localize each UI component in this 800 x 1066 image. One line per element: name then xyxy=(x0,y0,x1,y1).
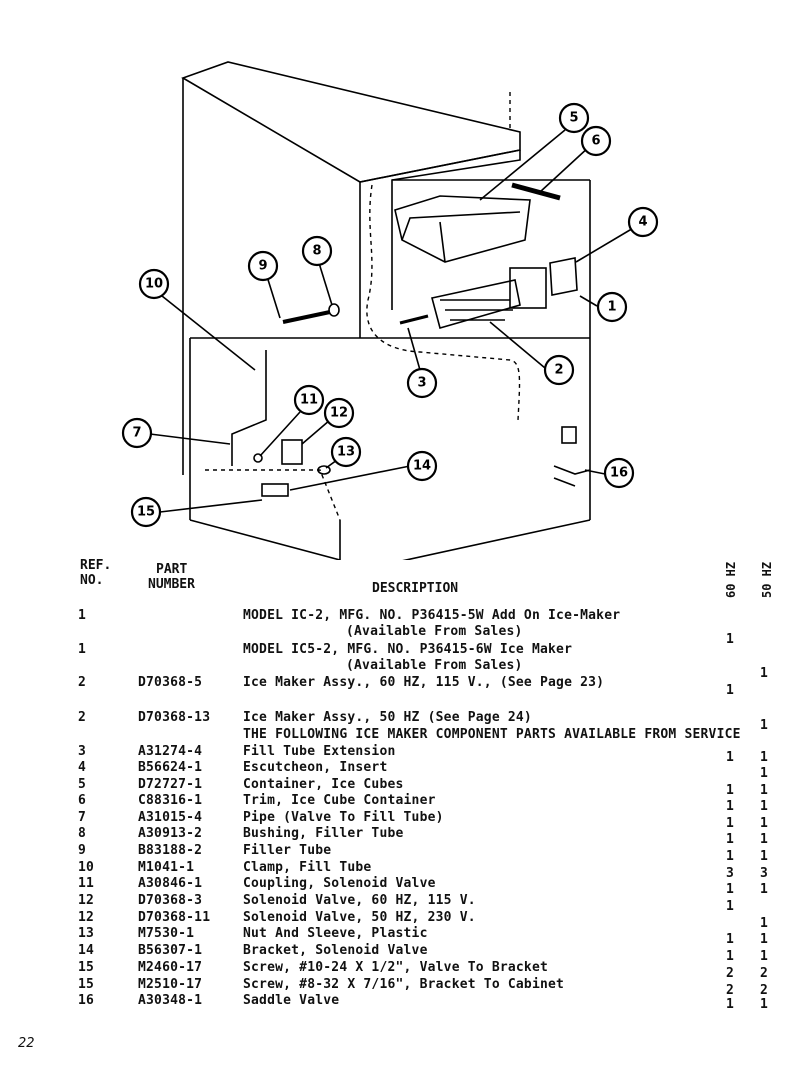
svg-text:15: 15 xyxy=(137,505,155,520)
callout-4: 4 xyxy=(627,206,659,238)
callout-2: 2 xyxy=(543,354,575,386)
svg-text:8: 8 xyxy=(312,244,321,259)
page-number: 22 xyxy=(18,1036,35,1051)
header-50hz: 50 HZ xyxy=(760,561,774,598)
callout-5: 5 xyxy=(558,102,590,134)
container-trim-drawing xyxy=(511,182,561,201)
callout-8: 8 xyxy=(301,235,333,267)
svg-text:13: 13 xyxy=(337,445,355,460)
callout-12: 12 xyxy=(323,397,355,429)
svg-text:11: 11 xyxy=(300,393,318,408)
svg-text:4: 4 xyxy=(638,215,647,230)
callout-11: 11 xyxy=(293,384,325,416)
ice-maker-drawing xyxy=(431,267,547,329)
callout-6: 6 xyxy=(580,125,612,157)
callout-13: 13 xyxy=(330,436,362,468)
callout-14: 14 xyxy=(406,450,438,482)
callout-1: 1 xyxy=(596,291,628,323)
exploded-parts-diagram: 1 2 3 4 5 6 7 8 9 10 11 12 13 14 15 16 xyxy=(121,61,659,560)
svg-text:5: 5 xyxy=(569,111,578,126)
filler-bushing-drawing xyxy=(328,303,340,317)
svg-text:3: 3 xyxy=(417,376,426,391)
escutcheon-drawing xyxy=(549,257,578,296)
svg-text:14: 14 xyxy=(413,459,431,474)
callout-10: 10 xyxy=(138,268,170,300)
bracket-drawing xyxy=(261,483,289,497)
header-part-number: PART NUMBER xyxy=(148,562,195,592)
svg-text:1: 1 xyxy=(607,300,616,315)
callout-3: 3 xyxy=(406,367,438,399)
leader-lines xyxy=(149,129,636,513)
callout-16: 16 xyxy=(603,457,635,489)
pipe-drawing xyxy=(231,350,267,466)
filler-tube-drawing xyxy=(282,310,331,324)
callout-9: 9 xyxy=(247,250,279,282)
header-60hz: 60 HZ xyxy=(724,561,738,598)
header-description: DESCRIPTION xyxy=(372,581,459,596)
callout-7: 7 xyxy=(121,417,153,449)
svg-text:7: 7 xyxy=(132,426,141,441)
cabinet-outline xyxy=(181,61,591,560)
callout-15: 15 xyxy=(130,496,162,528)
svg-text:6: 6 xyxy=(591,134,600,149)
svg-text:9: 9 xyxy=(258,259,267,274)
saddle-valve-drawing xyxy=(553,426,591,487)
coupling-drawing xyxy=(253,453,263,463)
header-ref: REF. NO. xyxy=(80,558,112,588)
nut-sleeve-drawing xyxy=(317,465,331,475)
ice-container-drawing xyxy=(394,195,531,263)
svg-text:12: 12 xyxy=(330,406,348,421)
svg-text:2: 2 xyxy=(554,363,563,378)
svg-text:16: 16 xyxy=(610,466,628,481)
fill-tube-drawing xyxy=(399,314,429,325)
svg-text:10: 10 xyxy=(145,277,163,292)
solenoid-valve-drawing xyxy=(281,439,303,465)
